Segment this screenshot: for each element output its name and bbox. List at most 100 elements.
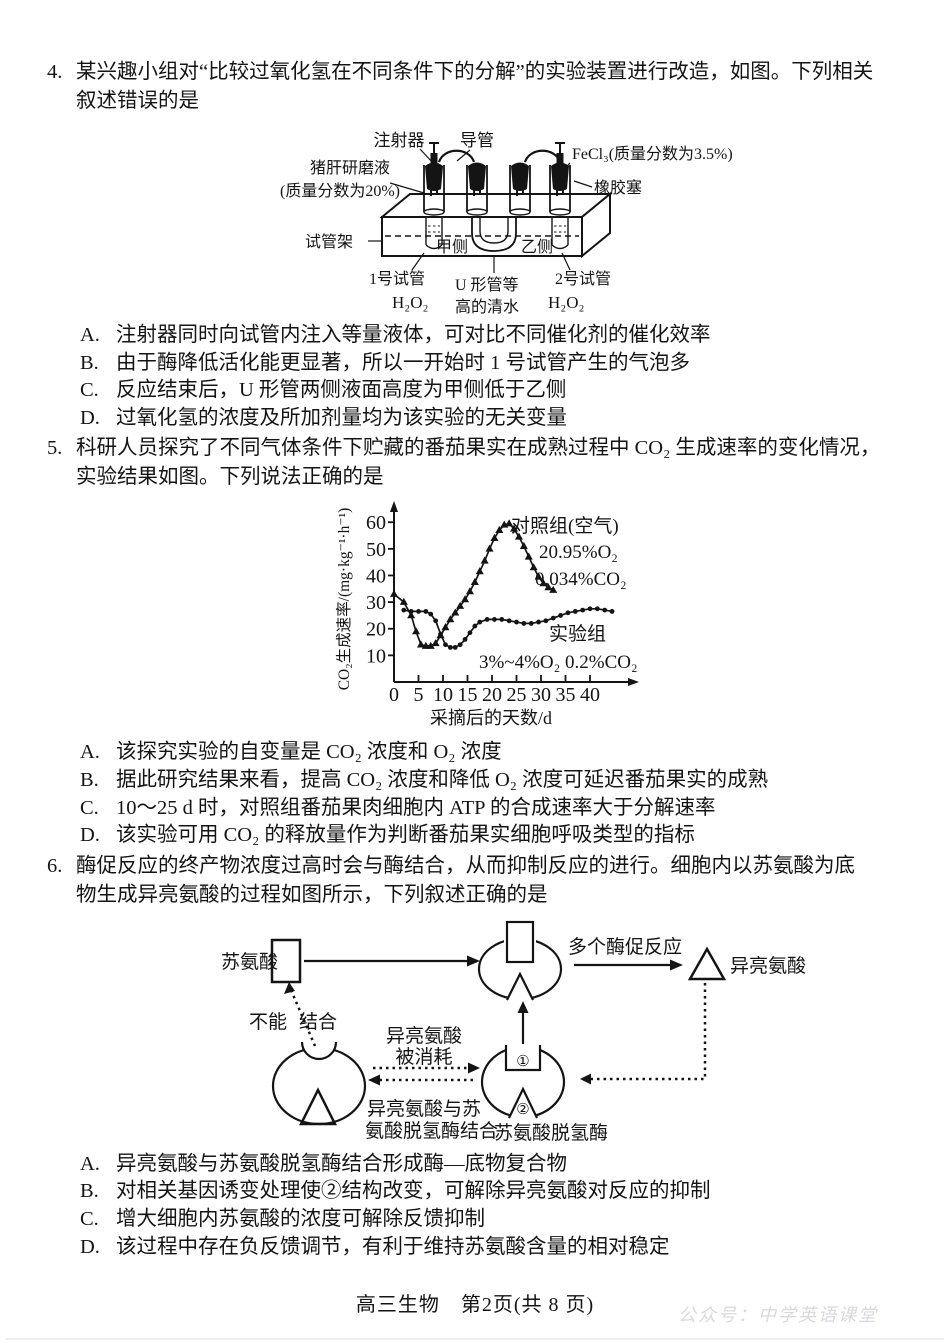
svg-text:40: 40 — [580, 684, 600, 706]
tube1-lower — [425, 217, 443, 250]
svg-text:50: 50 — [366, 539, 386, 561]
bound-label-line2: 氨酸脱氢酶结合 — [365, 1120, 498, 1142]
q6-stem-line1: 酶促反应的终产物浓度过高时会与酶结合，从而抑制反应的进行。细胞内以苏氨酸为底 — [76, 854, 855, 877]
x-axis-label: 采摘后的天数/d — [430, 708, 552, 728]
y-axis-label: CO₂生成速率/(mg·kg⁻¹·h⁻¹) — [335, 508, 353, 691]
q5-option-a: A. 该探究实验的自变量是 CO₂ 浓度和 O₂ 浓度 — [80, 739, 910, 767]
q6-options: A. 异亮氨酸与苏氨酸脱氢酶结合形成酶—底物复合物 B. 对相关基因诱变处理使②结构… — [80, 1151, 910, 1261]
q6-option-d: D. 该过程中存在负反馈调节，有利于维持苏氨酸含量的相对稳定 — [80, 1234, 910, 1262]
side-a-label: 甲侧 — [436, 238, 468, 256]
h2o2-right-label: H₂O₂ — [548, 293, 584, 312]
legend-experimental-conditions: 3%~4%O₂ 0.2%CO₂ — [479, 652, 638, 673]
option-text: 反应结束后，U 形管两侧液面高度为甲侧低于乙侧 — [116, 379, 567, 402]
option-text: 异亮氨酸与苏氨酸脱氢酶结合形成酶—底物复合物 — [116, 1152, 567, 1175]
enzyme-threonine-dehydrogenase — [480, 1043, 566, 1120]
option-text: 据此研究结果来看，提高 CO₂ 浓度和降低 O₂ 浓度可延迟番茄果实的成熟 — [116, 768, 769, 791]
svg-text:5: 5 — [414, 684, 424, 706]
q4-stem-line1: 某兴趣小组对“比较过氧化氢在不同条件下的分解”的实验装置进行改造，如图。下列相关 — [76, 61, 874, 83]
legend-control-o2: 20.95%O₂ — [539, 542, 618, 563]
utube-label-line2: 高的清水 — [455, 298, 519, 316]
bind-label: 结合 — [299, 1011, 337, 1033]
q5-number: 5. — [47, 437, 63, 460]
q4-apparatus-diagram: 甲侧 乙侧 — [280, 131, 733, 316]
q5-stem-line1: 科研人员探究了不同气体条件下贮藏的番茄果实在成熟过程中 CO₂ 生成速率的变化情… — [76, 437, 881, 460]
option-label: B. — [80, 351, 99, 374]
utube-label-line1: U 形管等 — [455, 276, 519, 294]
option-label: A. — [80, 741, 100, 764]
pointer-tube1 — [411, 252, 425, 271]
threonine-square — [270, 938, 302, 983]
tube1-label: 1号试管 — [369, 270, 425, 288]
q6-number: 6. — [47, 854, 63, 877]
svg-text:30: 30 — [531, 684, 551, 706]
question-5: 5. 科研人员探究了不同气体条件下贮藏的番茄果实在成熟过程中 CO₂ 生成速率的… — [47, 434, 910, 849]
side-b-label: 乙侧 — [521, 238, 553, 256]
q6-stem-line2: 物生成异亮氨酸的过程如图所示，下列叙述正确的是 — [76, 883, 548, 906]
option-text: 该探究实验的自变量是 CO₂ 浓度和 O₂ 浓度 — [116, 741, 502, 764]
site2-label: ② — [516, 1102, 529, 1118]
option-text: 由于酶降低活化能更显著，所以一开始时 1 号试管产生的气泡多 — [116, 351, 690, 374]
q5-option-d: D.该实验可用 CO₂ 的释放量作为判断番茄果实细胞呼吸类型的指标 — [80, 822, 910, 850]
option-label: D. — [80, 824, 100, 847]
pointer-stopper — [573, 180, 593, 188]
option-text: 该过程中存在负反馈调节，有利于维持苏氨酸含量的相对稳定 — [116, 1235, 670, 1258]
q4-stem: 4. 某兴趣小组对“比较过氧化氢在不同条件下的分解”的实验装置进行改造，如图。下… — [47, 58, 910, 116]
pointer-fecl3 — [561, 162, 571, 173]
enzyme-name-label: 苏氨酸脱氢酶 — [494, 1122, 608, 1144]
threonine-label: 苏氨酸 — [221, 951, 278, 973]
pointer-syringe — [419, 148, 434, 164]
q6-stem: 6. 酶促反应的终产物浓度过高时会与酶结合，从而抑制反应的进行。细胞内以苏氨酸为… — [47, 852, 910, 910]
watermark: 公众号：中学英语课堂 — [678, 1305, 878, 1325]
option-label: B. — [80, 1180, 99, 1203]
q6-option-c: C.增大细胞内苏氨酸的浓度可解除反馈抑制 — [80, 1206, 910, 1234]
syringe-right — [555, 142, 565, 166]
option-label: A. — [80, 324, 100, 346]
svg-text:10: 10 — [366, 646, 386, 668]
q4-stem-line2: 叙述错误的是 — [76, 90, 199, 112]
q4-option-a: A. 注射器同时向试管内注入等量液体，可对比不同催化剂的催化效率 — [80, 322, 910, 350]
q5-stem-line2: 实验结果如图。下列说法正确的是 — [76, 466, 384, 489]
question-4: 4. 某兴趣小组对“比较过氧化氢在不同条件下的分解”的实验装置进行改造，如图。下… — [47, 58, 910, 432]
consumed-label-line2: 被消耗 — [395, 1046, 452, 1068]
tube2-label: 2号试管 — [555, 270, 611, 288]
option-label: D. — [80, 1235, 100, 1258]
test-tube-1 — [423, 162, 445, 216]
test-tube-2 — [466, 162, 488, 216]
legend-control-co2: 0.034%CO₂ — [535, 569, 627, 590]
question-6: 6. 酶促反应的终产物浓度过高时会与酶结合，从而抑制反应的进行。细胞内以苏氨酸为… — [47, 852, 910, 1261]
option-label: B. — [80, 768, 99, 791]
q4-number: 4. — [47, 61, 63, 83]
rack-label: 试管架 — [305, 233, 353, 251]
multi-reaction-label: 多个酶促反应 — [568, 936, 682, 958]
q6-option-a: A. 异亮氨酸与苏氨酸脱氢酶结合形成酶—底物复合物 — [80, 1151, 910, 1179]
feedback-dashed-path — [587, 982, 707, 1080]
q4-option-d: D.过氧化氢的浓度及所加剂量均为该实验的无关变量 — [80, 405, 910, 433]
syringe-left — [429, 142, 439, 166]
q6-option-b: B. 对相关基因诱变处理使②结构改变，可解除异亮氨酸对反应的抑制 — [80, 1178, 910, 1206]
q5-option-b: B. 据此研究结果来看，提高 CO₂ 浓度和降低 O₂ 浓度可延迟番茄果实的成熟 — [80, 767, 910, 795]
h2o2-left-label: H₂O₂ — [392, 293, 428, 312]
liver-label-line2: (质量分数为20%) — [280, 182, 400, 200]
isoleucine-triangle — [687, 946, 727, 980]
option-text: 对相关基因诱变处理使②结构改变，可解除异亮氨酸对反应的抑制 — [116, 1180, 711, 1203]
option-text: 注射器同时向试管内注入等量液体，可对比不同催化剂的催化效率 — [116, 324, 711, 346]
enzyme-inhibited — [271, 1024, 367, 1125]
chart-series — [390, 519, 615, 651]
duct-left — [437, 149, 476, 163]
scan-edge — [6, 1338, 944, 1340]
option-text: 增大细胞内苏氨酸的浓度可解除反馈抑制 — [116, 1207, 485, 1230]
duct-right — [523, 149, 562, 163]
u-tube — [471, 217, 517, 252]
site1-label: ① — [516, 1054, 529, 1070]
pointer-liver — [389, 182, 425, 194]
pointer-tube2 — [561, 252, 571, 271]
svg-text:15: 15 — [458, 684, 478, 706]
tube2-lower — [551, 217, 569, 250]
svg-text:35: 35 — [556, 684, 576, 706]
option-label: A. — [80, 1152, 100, 1175]
q4-option-b: B. 由于酶降低活化能更显著，所以一开始时 1 号试管产生的气泡多 — [80, 350, 910, 378]
q6-feedback-diagram: 苏氨酸 多个酶促反应 异亮氨酸 — [221, 916, 806, 1144]
